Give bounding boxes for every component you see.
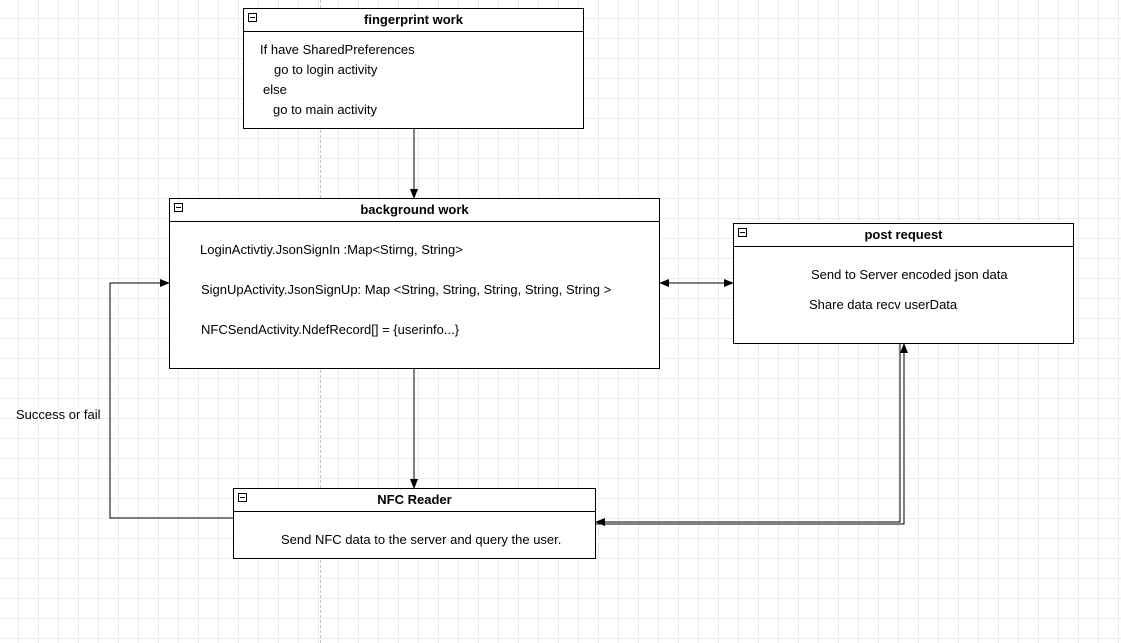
node-text-line: Send to Server encoded json data	[811, 267, 1008, 282]
node-header: fingerprint work	[244, 9, 583, 32]
node-header: background work	[170, 199, 659, 222]
node-title: NFC Reader	[377, 492, 452, 507]
node-nfc-reader[interactable]: NFC Reader Send NFC data to the server a…	[233, 488, 596, 559]
node-fingerprint-work[interactable]: fingerprint work If have SharedPreferenc…	[243, 8, 584, 129]
node-text-line: else	[263, 82, 287, 97]
node-title: fingerprint work	[364, 12, 463, 27]
node-text-line: LoginActivtiy.JsonSignIn :Map<Stirng, St…	[200, 242, 463, 257]
node-text-line: NFCSendActivity.NdefRecord[] = {userinfo…	[201, 322, 460, 337]
edge-nfc-to-post[interactable]	[596, 343, 908, 525]
node-text-line: Send NFC data to the server and query th…	[281, 532, 562, 547]
node-header: NFC Reader	[234, 489, 595, 512]
node-post-request[interactable]: post request Send to Server encoded json…	[733, 223, 1074, 344]
node-text-line: Share data recv userData	[809, 297, 958, 312]
collapse-icon[interactable]	[238, 493, 247, 502]
node-title: post request	[864, 227, 943, 242]
collapse-icon[interactable]	[738, 228, 747, 237]
edge-nfc-to-background-loop[interactable]	[109, 279, 233, 519]
node-text-line: SignUpActivity.JsonSignUp: Map <String, …	[201, 282, 612, 297]
collapse-icon[interactable]	[174, 203, 183, 212]
node-title: background work	[360, 202, 469, 217]
node-text-line: If have SharedPreferences	[260, 42, 415, 57]
edge-post-to-nfc[interactable]	[595, 344, 901, 526]
node-text-line: go to login activity	[274, 62, 378, 77]
edge-label-success-or-fail: Success or fail	[16, 407, 101, 423]
collapse-icon[interactable]	[248, 13, 257, 22]
node-header: post request	[734, 224, 1073, 247]
node-text-line: go to main activity	[273, 102, 378, 117]
node-background-work[interactable]: background work LoginActivtiy.JsonSignIn…	[169, 198, 660, 369]
